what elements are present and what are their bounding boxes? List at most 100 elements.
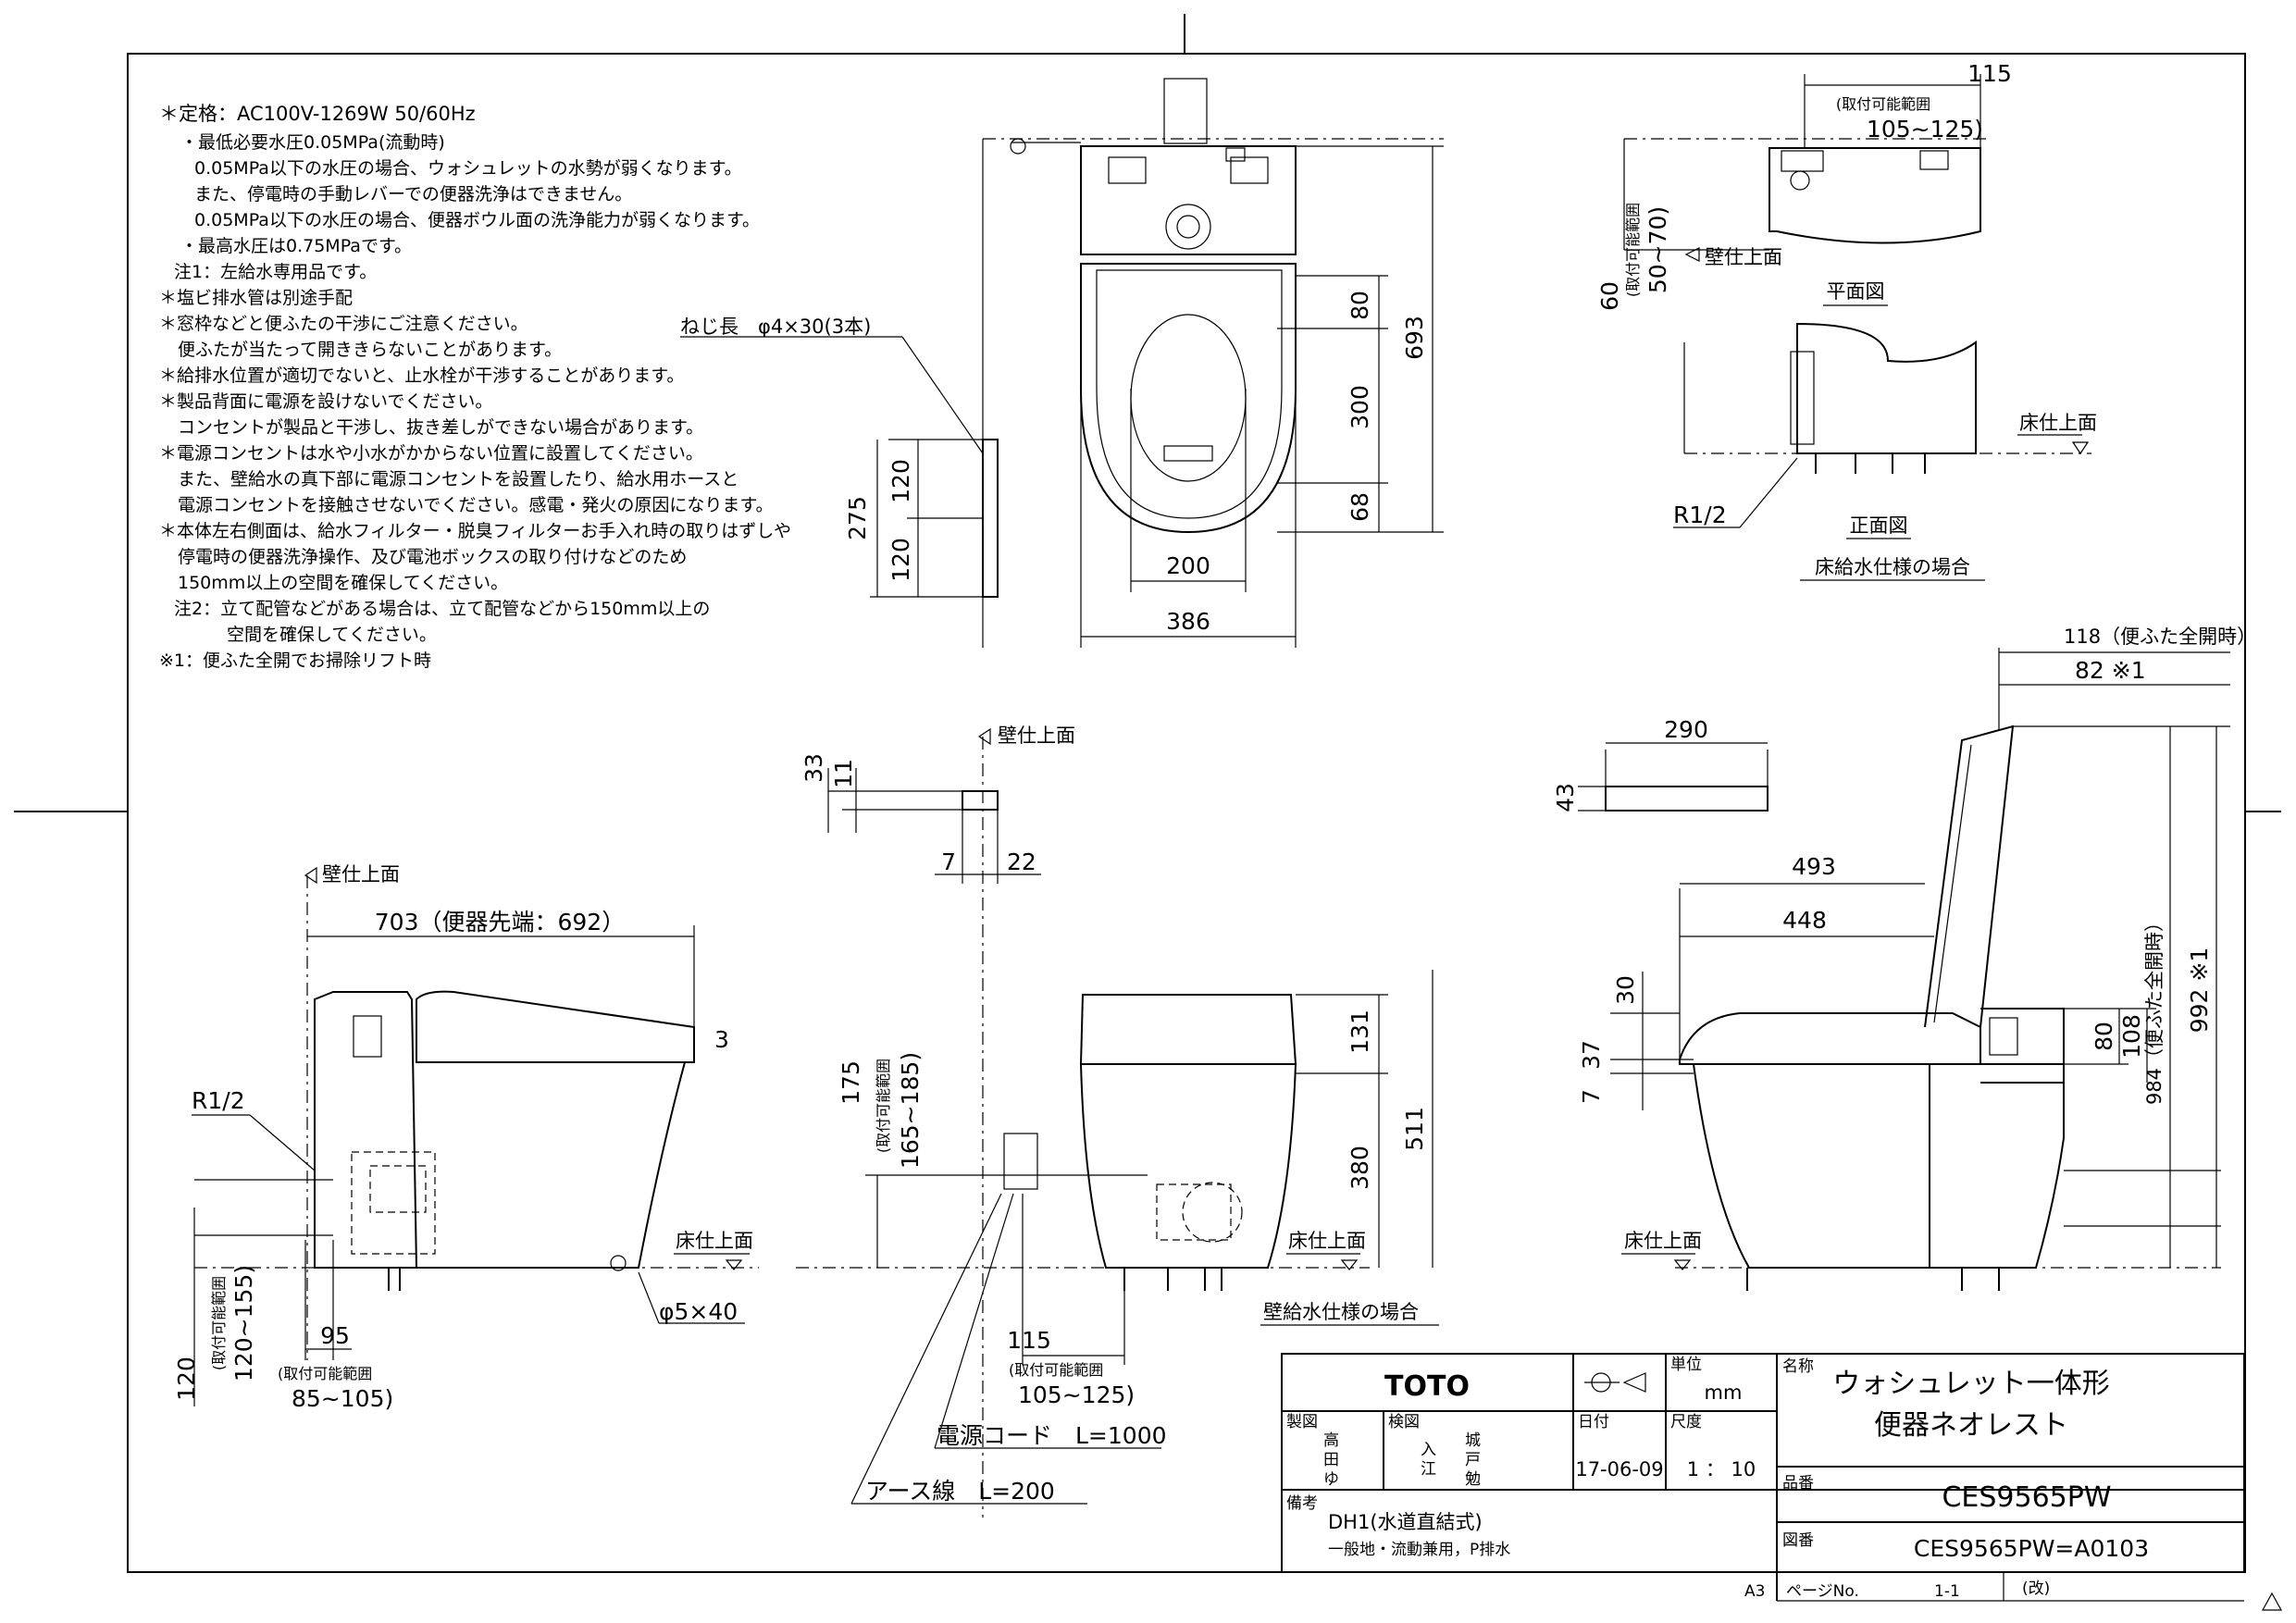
dim-300: 300 [1347, 385, 1373, 429]
mount-range-label-6: (取付可能範囲 [1009, 1361, 1103, 1379]
note-line: コンセントが製品と干渉し、抜き差しができない場合があります。 [178, 417, 703, 438]
floor-finish-label-front: 床仕上面 [1288, 1230, 1366, 1252]
dim-108: 108 [2118, 1014, 2145, 1059]
product-name-line2: 便器ネオレスト [1874, 1409, 2068, 1442]
dim-992: 992 ※1 [2186, 948, 2213, 1034]
drawn-by-1: 高 [1323, 1431, 1339, 1450]
note-line: ※1：便ふた全開でお掃除リフト時 [159, 650, 431, 671]
wall-bracket [982, 439, 999, 598]
checked-2: 江 [1421, 1460, 1436, 1479]
plan-tank-outline [1769, 147, 1981, 244]
checked-1: 入 [1421, 1441, 1436, 1459]
dim-131: 131 [1347, 1010, 1373, 1054]
corner-triangle-icon [2261, 1592, 2283, 1611]
mount-range-label-3: (取付可能範囲 [278, 1365, 372, 1382]
side-elevation-left: 壁仕上面 703（便器先端：692） R1/2 3 φ5×40 床仕上面 95 [173, 863, 759, 1412]
note-line: 150mm以上の空間を確保してください。 [178, 573, 508, 593]
dim-175: 175 [838, 1060, 864, 1105]
open-lid [1924, 725, 2015, 1028]
scale-label: 尺度 [1670, 1413, 1702, 1431]
brand-logo: TOTO [1384, 1370, 1470, 1403]
dim-60: 60 [1596, 281, 1623, 311]
notes-block: ＊定格：AC100V-1269W 50/60Hz ・最低必要水圧0.05MPa(… [159, 103, 791, 671]
remarks-label: 備考 [1286, 1494, 1318, 1513]
dim-120-side: 120 [173, 1357, 200, 1401]
note-line: ＊本体左右側面は、給水フィルター・脱臭フィルターお手入れ時の取りはずしや [159, 521, 791, 541]
remarks-line2: 一般地・流動兼用，P排水 [1328, 1541, 1510, 1559]
dim-386: 386 [1166, 608, 1210, 635]
plan-view: 115 (取付可能範囲 105~125) 60 (取付可能範囲 50~70) 壁… [1596, 60, 2097, 581]
remarks-line1: DH1(水道直結式) [1328, 1511, 1483, 1533]
range-165-185: 165~185) [897, 1052, 924, 1169]
range-85-105: 85~105) [292, 1385, 393, 1412]
floor-supply-title: 床給水仕様の場合 [1815, 556, 1970, 578]
unit-label: 単位 [1670, 1356, 1702, 1374]
floor-finish-label-left: 床仕上面 [676, 1230, 753, 1252]
front-bowl [1079, 1063, 1297, 1269]
right-bowl [1694, 1063, 2065, 1269]
drain-pipe [1163, 78, 1208, 144]
dim-95: 95 [320, 1322, 350, 1349]
page-value: 1-1 [1934, 1582, 1960, 1601]
checked-4: 戸 [1465, 1451, 1481, 1469]
note-line: 0.05MPa以下の水圧の場合、便器ボウル面の洗浄能力が弱くなります。 [194, 210, 760, 230]
dim-7b: 7 [1578, 1089, 1605, 1104]
scale-value: 1 ： 10 [1687, 1458, 1756, 1481]
bowl-opening [1130, 314, 1247, 482]
front-view-outline [1796, 322, 1977, 454]
page-label: ページNo. [1786, 1582, 1859, 1601]
dim-493: 493 [1792, 853, 1836, 880]
note-line: ＊塩ビ排水管は別途手配 [159, 288, 353, 308]
plan-view-title: 平面図 [1827, 280, 1885, 303]
earth-wire-label: アース線 L=200 [865, 1478, 1055, 1505]
note-line: また、壁給水の真下部に電源コンセントを設置したり、給水用ホースと [178, 469, 738, 489]
checked-5: 勉 [1465, 1470, 1481, 1489]
note-line: ＊定格：AC100V-1269W 50/60Hz [159, 103, 476, 125]
note-line: 便ふたが当たって開ききらないことがあります。 [178, 340, 562, 360]
tank-outline [1080, 145, 1297, 255]
note-line: ＊窓枠などと便ふたの干渉にご注意ください。 [159, 314, 528, 334]
dim-11: 11 [830, 759, 857, 788]
mount-range-label-4: (取付可能範囲 [210, 1276, 228, 1370]
outlet-box [1003, 1133, 1038, 1190]
note-line: ＊製品背面に電源を設けないでください。 [159, 391, 492, 412]
dim-22: 22 [1007, 849, 1036, 875]
right-seat [1679, 1012, 1981, 1065]
dim-80: 80 [1347, 291, 1373, 320]
part-label: 品番 [1782, 1474, 1814, 1493]
note-line: ＊給排水位置が適切でないと、止水栓が干渉することがあります。 [159, 365, 684, 386]
range-105-125-bot: 105~125) [1018, 1381, 1135, 1408]
dim-511: 511 [1401, 1107, 1428, 1151]
note-line: ＊電源コンセントは水や小水がかからない位置に設置してください。 [159, 443, 703, 464]
r12-label-plan: R1/2 [1673, 502, 1727, 528]
dim-120-lower: 120 [887, 538, 914, 582]
power-cord-label: 電源コード L=1000 [937, 1422, 1167, 1449]
dim-7: 7 [941, 849, 956, 875]
checked-3: 城 [1465, 1431, 1481, 1450]
dim-30: 30 [1612, 975, 1639, 1005]
front-elevation: 131 380 511 175 (取付可能範囲 165~185) 床仕上面 壁給… [796, 970, 1439, 1505]
wall-bracket-view: 120 120 275 [844, 439, 999, 598]
date-label: 日付 [1578, 1413, 1609, 1431]
unit-value: mm [1705, 1381, 1743, 1404]
drawn-by-2: 田 [1323, 1451, 1339, 1469]
dim-3: 3 [714, 1026, 729, 1053]
part-number: CES9565PW [1942, 1481, 2111, 1514]
note-line: また、停電時の手動レバーでの便器洗浄はできません。 [194, 184, 632, 204]
right-tank [1980, 1008, 2065, 1084]
front-tank [1079, 994, 1297, 1065]
checked-label: 検図 [1388, 1413, 1420, 1431]
wall-supply-title: 壁給水仕様の場合 [1263, 1301, 1419, 1323]
date-value: 17-06-09 [1575, 1458, 1663, 1481]
dim-118: 118（便ふた全開時） [2064, 626, 2256, 648]
title-block: TOTO 単位 mm 名称 ウォシュレット一体形 便器ネオレスト 製図 高 田 … [1281, 1353, 2245, 1602]
dim-200: 200 [1166, 552, 1210, 579]
dim-693: 693 [1401, 316, 1428, 360]
left-tank [314, 991, 418, 1269]
paper-size: A3 [1744, 1582, 1765, 1601]
note-line: 電源コンセントを接触させないでください。感電・発火の原因になります。 [178, 495, 774, 515]
wall-supply-detail: 壁仕上面 33 11 7 22 [800, 725, 1075, 1518]
drawing-border [127, 53, 2246, 1573]
dim-82: 82 ※1 [2075, 657, 2146, 684]
note-line: 注2：立て配管などがある場合は、立て配管などから150mm以上の [174, 599, 710, 619]
